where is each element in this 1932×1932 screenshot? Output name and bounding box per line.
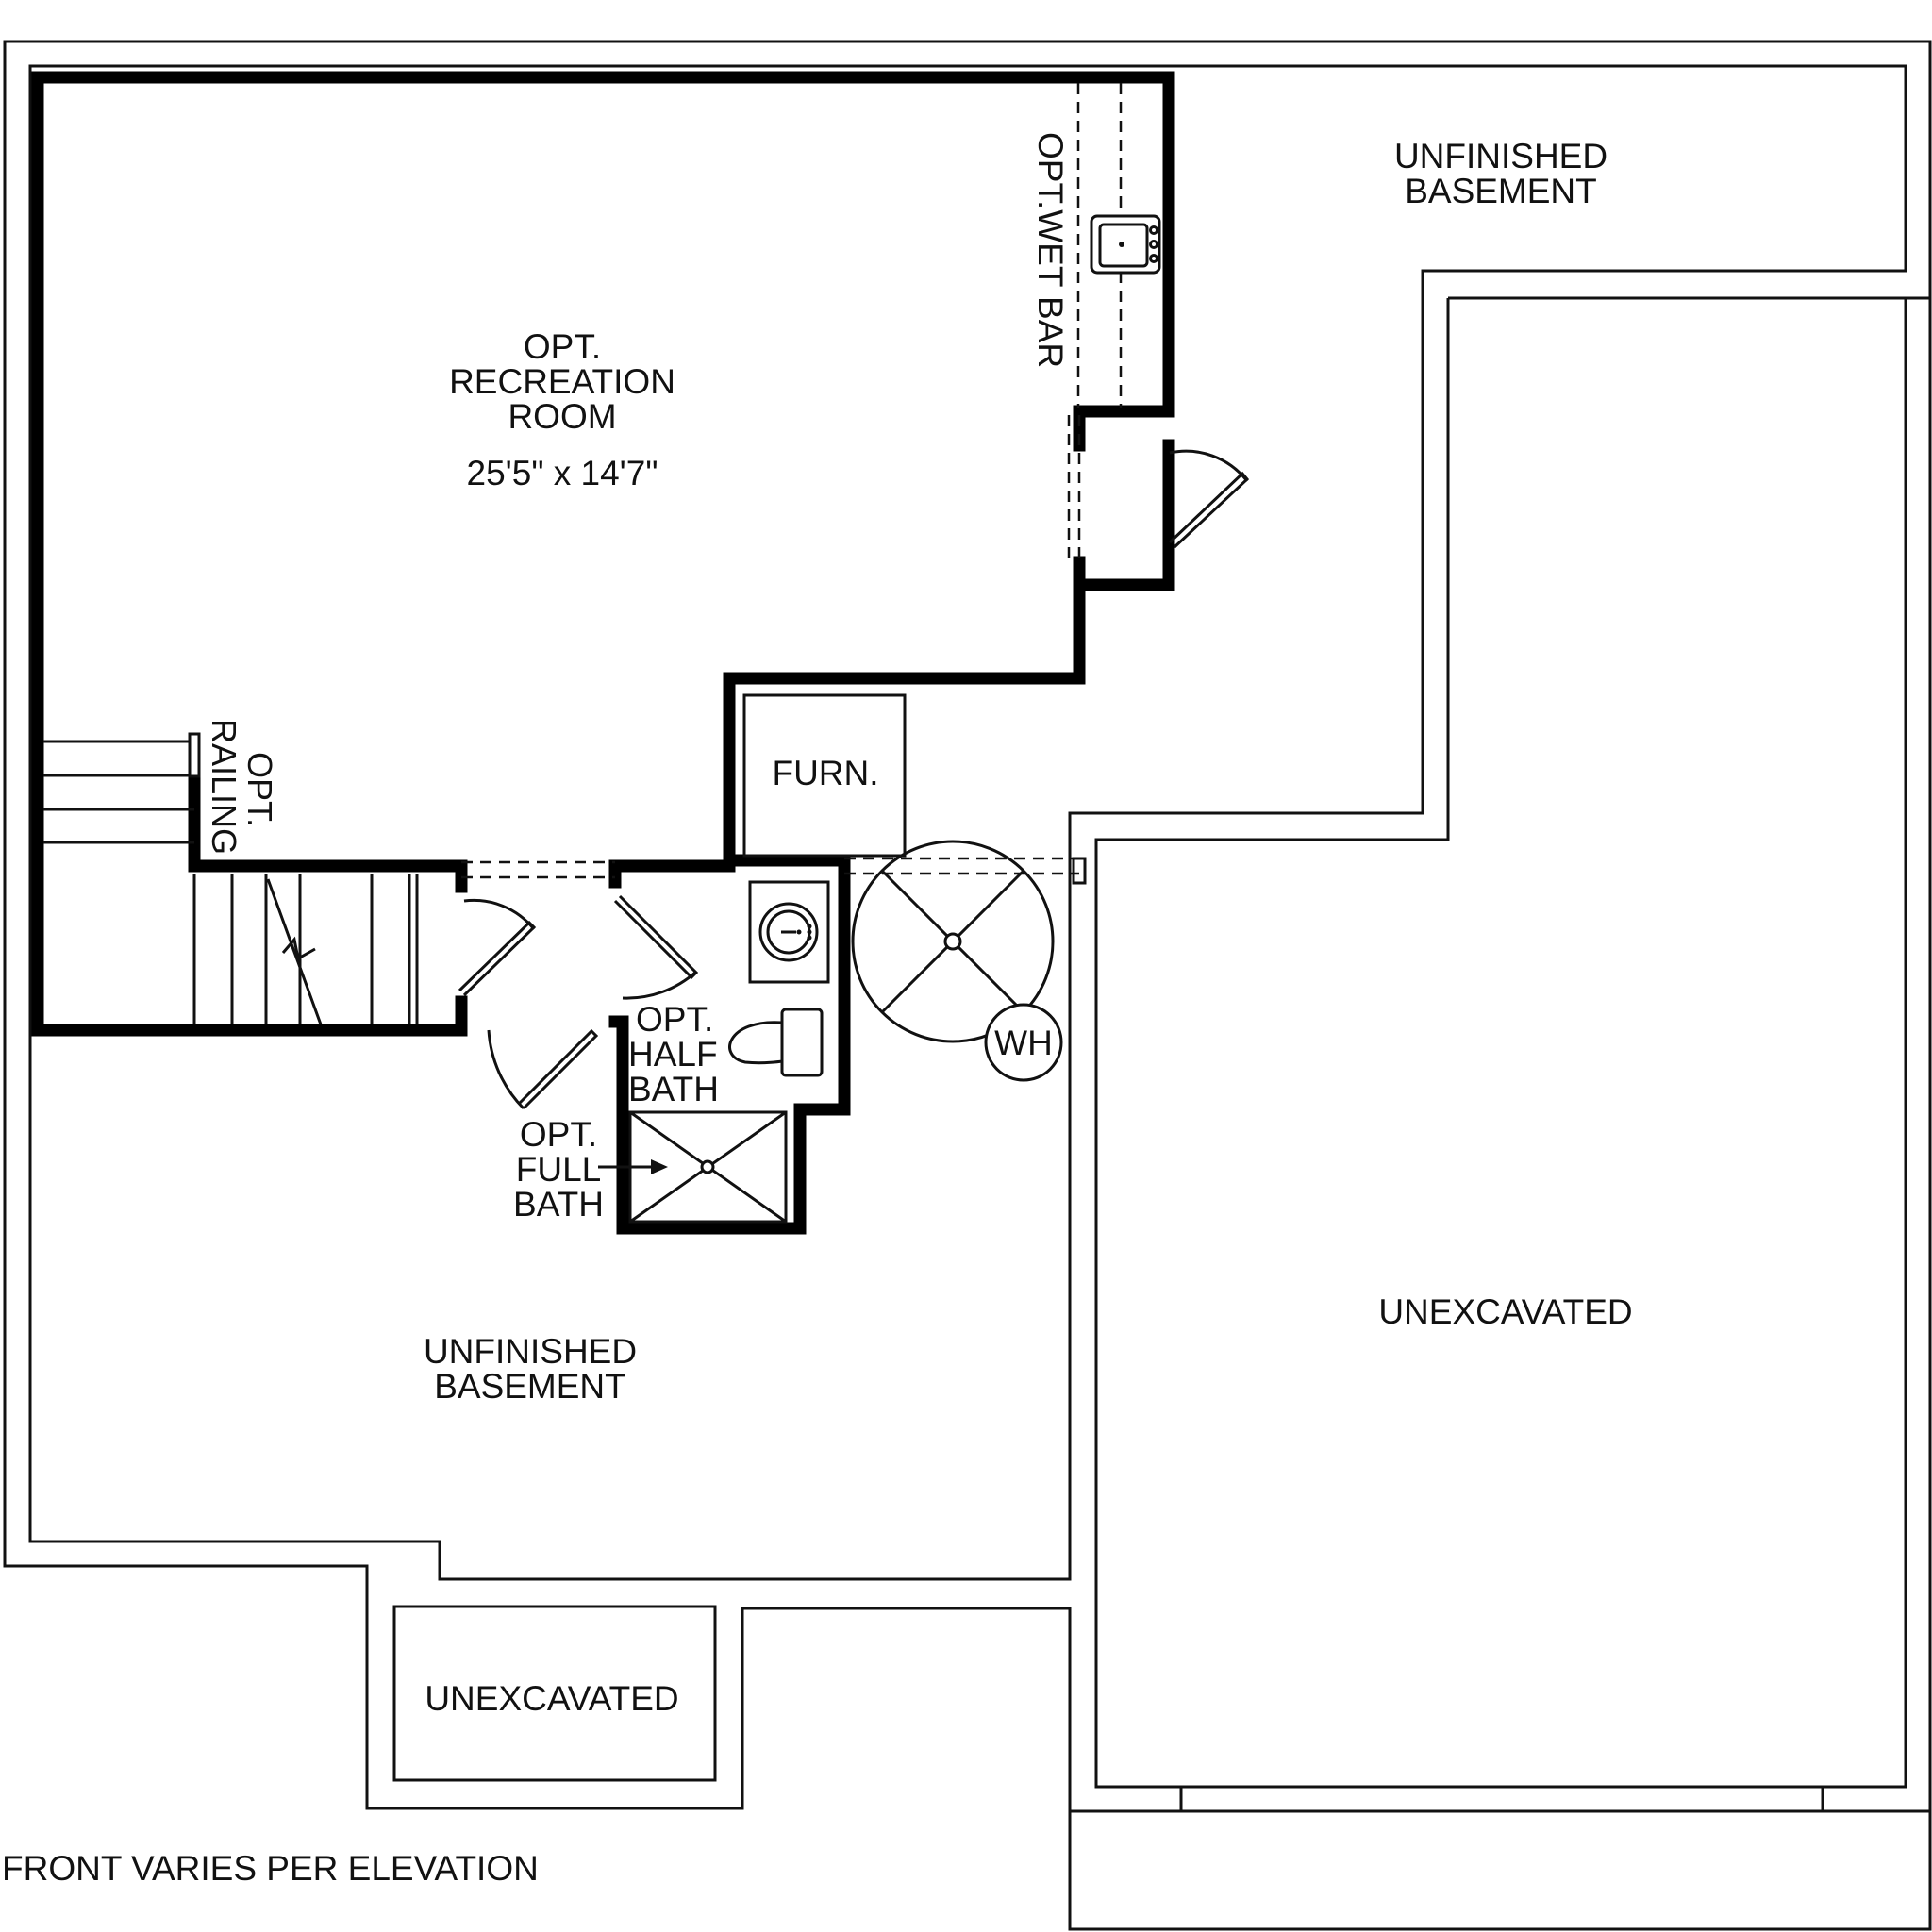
water-heater-icon bbox=[851, 840, 1063, 1082]
doors bbox=[458, 449, 1250, 1110]
rec-room-label-2: RECREATION bbox=[449, 362, 675, 401]
stairs bbox=[43, 732, 419, 1025]
half-bath-fixtures bbox=[728, 880, 830, 1077]
foundation-outline bbox=[3, 40, 1932, 1931]
wet-bar-label: OPT.WET BAR bbox=[1031, 132, 1070, 368]
unfinished-top-label-1: UNFINISHED bbox=[1394, 137, 1607, 175]
half-bath-label-1: OPT. bbox=[636, 1000, 713, 1039]
footer-note: FRONT VARIES PER ELEVATION bbox=[2, 1849, 539, 1888]
unexcavated-bottom-label: UNEXCAVATED bbox=[425, 1679, 678, 1718]
half-bath-label-3: BATH bbox=[628, 1070, 719, 1108]
unfinished-bottom-label-1: UNFINISHED bbox=[424, 1332, 637, 1371]
furnace-label: FURN. bbox=[772, 754, 878, 792]
rec-room-label-3: ROOM bbox=[508, 397, 616, 436]
unexcavated-right-label: UNEXCAVATED bbox=[1378, 1292, 1632, 1331]
unexcavated-bottom-box bbox=[392, 1605, 717, 1782]
rec-room-dimensions: 25'5" x 14'7" bbox=[467, 454, 658, 492]
finished-walls bbox=[31, 71, 1175, 1235]
unfinished-bottom-label-2: BASEMENT bbox=[434, 1367, 626, 1406]
furnace-box bbox=[742, 693, 907, 858]
railing-label-1: OPT. bbox=[241, 752, 279, 827]
full-bath-label-2: FULL bbox=[516, 1150, 601, 1189]
full-bath-arrow-icon bbox=[598, 1159, 668, 1174]
half-bath-label-2: HALF bbox=[628, 1035, 718, 1074]
full-bath-label-1: OPT. bbox=[520, 1115, 597, 1154]
railing-label-2: RAILING bbox=[205, 719, 243, 855]
full-bath-label-3: BATH bbox=[513, 1185, 604, 1224]
water-heater-label: WH bbox=[994, 1024, 1053, 1062]
wet-bar-sink-icon bbox=[1090, 214, 1161, 275]
unfinished-top-label-2: BASEMENT bbox=[1405, 172, 1597, 210]
rec-room-label-1: OPT. bbox=[524, 327, 601, 366]
